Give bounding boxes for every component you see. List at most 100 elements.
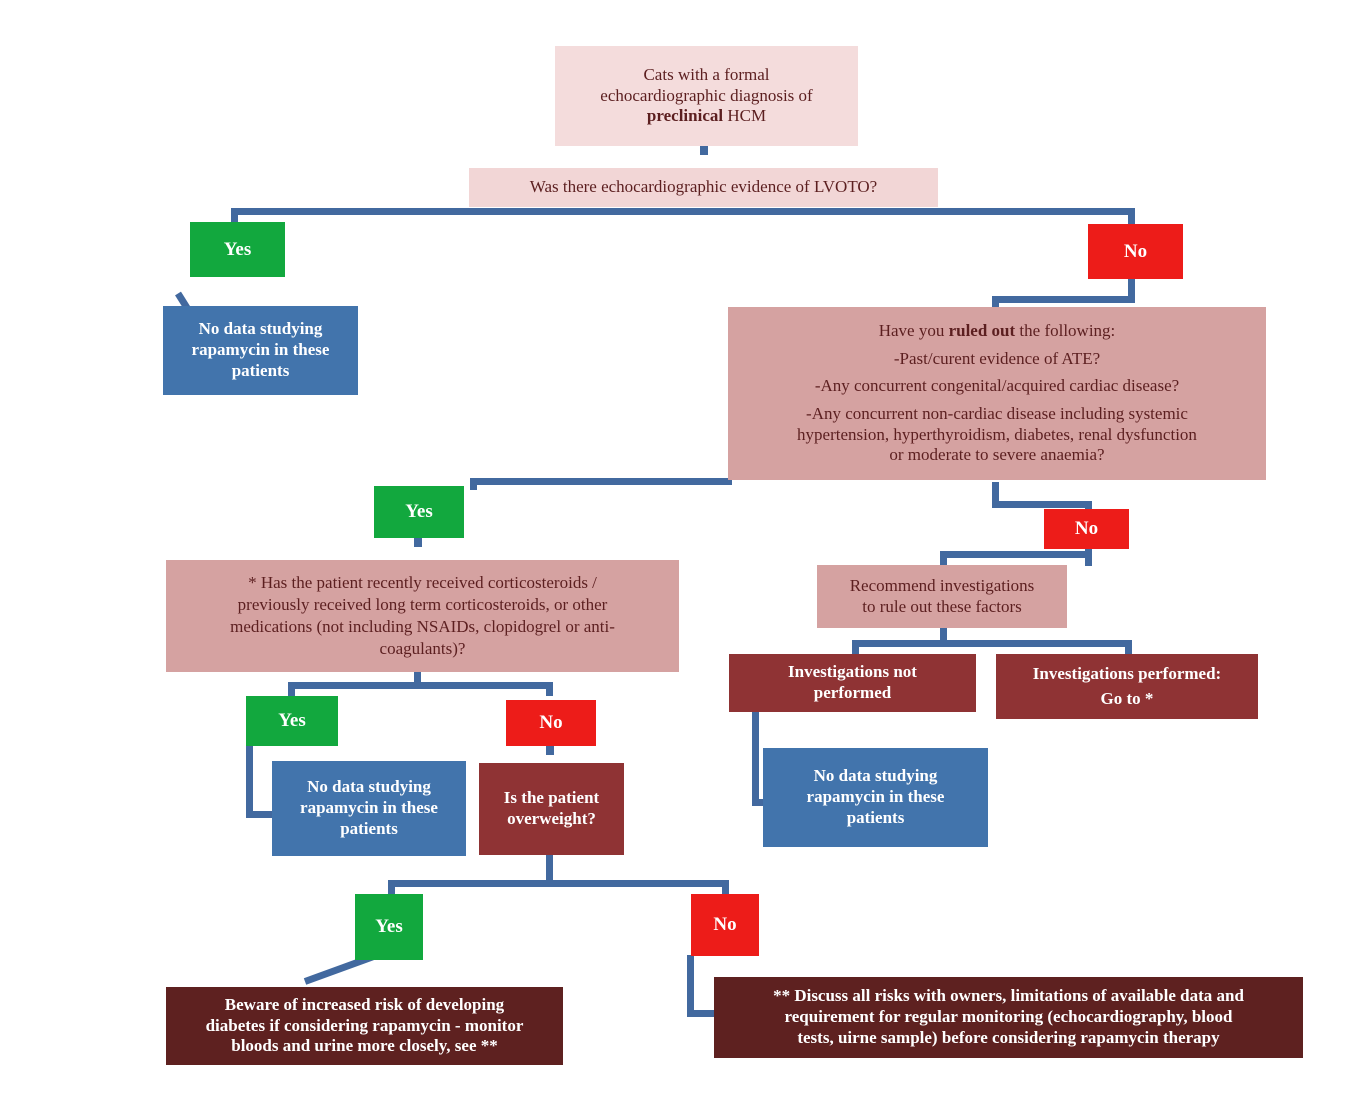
node-overweight-no-outcome-line1: ** Discuss all risks with owners, limita… [773, 986, 1244, 1006]
node-overweight-no-outcome-line2: requirement for regular monitoring (echo… [784, 1007, 1233, 1027]
node-lvoto-yes-outcome-line3: patients [231, 360, 290, 380]
node-corticosteroids-line2: previously received long term corticoste… [237, 594, 608, 614]
node-corticosteroids-yes-label: Yes [278, 710, 306, 732]
node-corticosteroids-yes[interactable]: Yes [246, 696, 338, 746]
node-ruled-out-item3-line2: hypertension, hyperthyroidism, diabetes,… [797, 424, 1197, 444]
connector-cortico-yes-to-outcome [246, 811, 274, 818]
node-investigations-not-performed[interactable]: Investigations not performed [729, 654, 976, 712]
node-lvoto-no-label: No [1123, 240, 1148, 262]
connector-start-to-lvoto [700, 146, 708, 155]
node-ruled-out-item3-line3: or moderate to severe anaemia? [889, 445, 1105, 465]
node-lvoto-yes-outcome-line1: No data studying [198, 319, 323, 339]
connector-cortico-no-to-overweight [546, 746, 554, 755]
node-notperformed-outcome-line2: rapamycin in these [806, 787, 945, 807]
connector-overweight-left-drop [388, 880, 395, 894]
node-investigations-performed[interactable]: Investigations performed: Go to * [996, 654, 1258, 719]
node-cortico-yes-outcome-line1: No data studying [307, 777, 431, 797]
node-lvoto-question-text: Was there echocardiographic evidence of … [529, 177, 878, 197]
connector-ruledout-yes-drop [470, 478, 477, 490]
connector-notperformed-drop [752, 712, 759, 806]
connector-lvoto-split-right-drop [1128, 208, 1135, 226]
node-overweight-line2: overweight? [507, 809, 596, 828]
connector-recommend-entry [940, 551, 947, 565]
connector-investigations-split-bar [852, 640, 1132, 647]
node-ruled-out-no-label: No [1074, 518, 1099, 540]
node-corticosteroids-yes-outcome[interactable]: No data studying rapamycin in these pati… [272, 761, 466, 856]
node-start-line1: Cats with a formal [643, 64, 770, 84]
node-recommend-line1: Recommend investigations [849, 575, 1035, 595]
connector-corticosteroids-right-drop [546, 682, 553, 696]
connector-corticosteroids-split-bar [288, 682, 553, 689]
node-recommend-investigations[interactable]: Recommend investigations to rule out the… [817, 565, 1067, 628]
node-start-line3-rest: HCM [723, 106, 767, 126]
node-lvoto-no[interactable]: No [1088, 224, 1183, 279]
connector-ruledout-to-yes [470, 478, 732, 485]
connector-no-entry [1085, 501, 1092, 510]
node-overweight-yes-label: Yes [375, 916, 403, 938]
node-start-line2: echocardiographic diagnosis of [600, 85, 813, 105]
node-overweight-line1: Is the patient [503, 788, 600, 808]
node-overweight-yes-outcome-line1: Beware of increased risk of developing [224, 994, 505, 1014]
connector-lvoto-split-left-drop [231, 208, 238, 222]
connector-overweight-no-drop [687, 955, 694, 1017]
connector-ruledout-to-no [992, 501, 1092, 508]
node-ruled-out-item1: -Past/curent evidence of ATE? [893, 348, 1101, 368]
node-ruled-out-no[interactable]: No [1044, 509, 1129, 549]
node-ruled-out-item3: -Any concurrent non-cardiac disease incl… [734, 404, 1260, 466]
connector-cortico-yes-drop [246, 746, 253, 818]
connector-investigations-left-drop [852, 640, 859, 654]
node-overweight-no-outcome[interactable]: ** Discuss all risks with owners, limita… [714, 977, 1303, 1058]
node-performed-line1: Investigations performed: [1032, 663, 1222, 683]
node-corticosteroids-line3: medications (not including NSAIDs, clopi… [230, 617, 615, 636]
connector-ruledout-no-drop [992, 482, 999, 508]
node-ruled-out-emphasis: ruled out [948, 320, 1016, 340]
node-lvoto-yes-outcome[interactable]: No data studying rapamycin in these pati… [163, 306, 358, 395]
node-lvoto-yes[interactable]: Yes [190, 222, 285, 277]
node-lvoto-yes-label: Yes [223, 238, 252, 260]
connector-no-to-recommend [940, 551, 1092, 558]
node-investigations-not-performed-outcome[interactable]: No data studying rapamycin in these pati… [763, 748, 988, 847]
node-corticosteroids-no[interactable]: No [506, 700, 596, 746]
node-overweight-no[interactable]: No [691, 894, 759, 956]
node-not-performed-line2: performed [813, 683, 892, 702]
node-corticosteroids-line1: * Has the patient recently received cort… [248, 572, 597, 592]
node-corticosteroids-question[interactable]: * Has the patient recently received cort… [166, 560, 679, 672]
connector-lvoto-split-bar [231, 208, 1135, 215]
node-performed-line2: Go to * [1100, 688, 1154, 708]
connector-lvoto-no-to-ruledout [992, 296, 1135, 303]
node-ruled-out-question[interactable]: Have you ruled out the following: -Past/… [728, 307, 1266, 480]
node-notperformed-outcome-line1: No data studying [813, 766, 938, 786]
node-lvoto-question[interactable]: Was there echocardiographic evidence of … [469, 168, 938, 207]
connector-yes-to-corticosteroids [414, 538, 422, 547]
node-ruled-out-intro-pre: Have you [878, 320, 949, 340]
node-start-line3: preclinical HCM [561, 106, 852, 127]
connector-investigations-right-drop [1125, 640, 1132, 654]
node-overweight-yes[interactable]: Yes [355, 894, 423, 960]
node-notperformed-outcome-line3: patients [846, 807, 905, 827]
node-ruled-out-intro: Have you ruled out the following: [734, 321, 1260, 342]
node-start-emphasis: preclinical [646, 106, 724, 126]
connector-overweight-split-bar [388, 880, 728, 887]
connector-recommend-drop [940, 627, 947, 643]
node-ruled-out-yes[interactable]: Yes [374, 486, 464, 538]
node-start[interactable]: Cats with a formal echocardiographic dia… [555, 46, 858, 146]
connector-corticosteroids-drop [414, 672, 421, 686]
node-ruled-out-item3-line1: -Any concurrent non-cardiac disease incl… [806, 404, 1188, 423]
node-recommend-line2: to rule out these factors [862, 596, 1022, 616]
connector-overweight-right-drop [722, 880, 729, 894]
connector-lvoto-no-drop [1128, 277, 1135, 303]
node-overweight-yes-outcome-line3: bloods and urine more closely, see ** [231, 1036, 498, 1056]
connector-overweight-drop [546, 855, 553, 883]
connector-ruledout-entry [992, 296, 999, 310]
node-overweight-no-label: No [713, 914, 737, 936]
node-overweight-yes-outcome[interactable]: Beware of increased risk of developing d… [166, 987, 563, 1065]
node-cortico-yes-outcome-line2: rapamycin in these [300, 798, 438, 818]
node-not-performed-line1: Investigations not [788, 662, 917, 682]
node-corticosteroids-no-label: No [539, 712, 563, 734]
node-overweight-no-outcome-line3: tests, uirne sample) before considering … [797, 1027, 1220, 1047]
node-overweight-question[interactable]: Is the patient overweight? [479, 763, 624, 855]
node-cortico-yes-outcome-line3: patients [340, 818, 398, 838]
node-lvoto-yes-outcome-line2: rapamycin in these [191, 340, 330, 360]
node-ruled-out-item2: -Any concurrent congenital/acquired card… [814, 376, 1180, 396]
